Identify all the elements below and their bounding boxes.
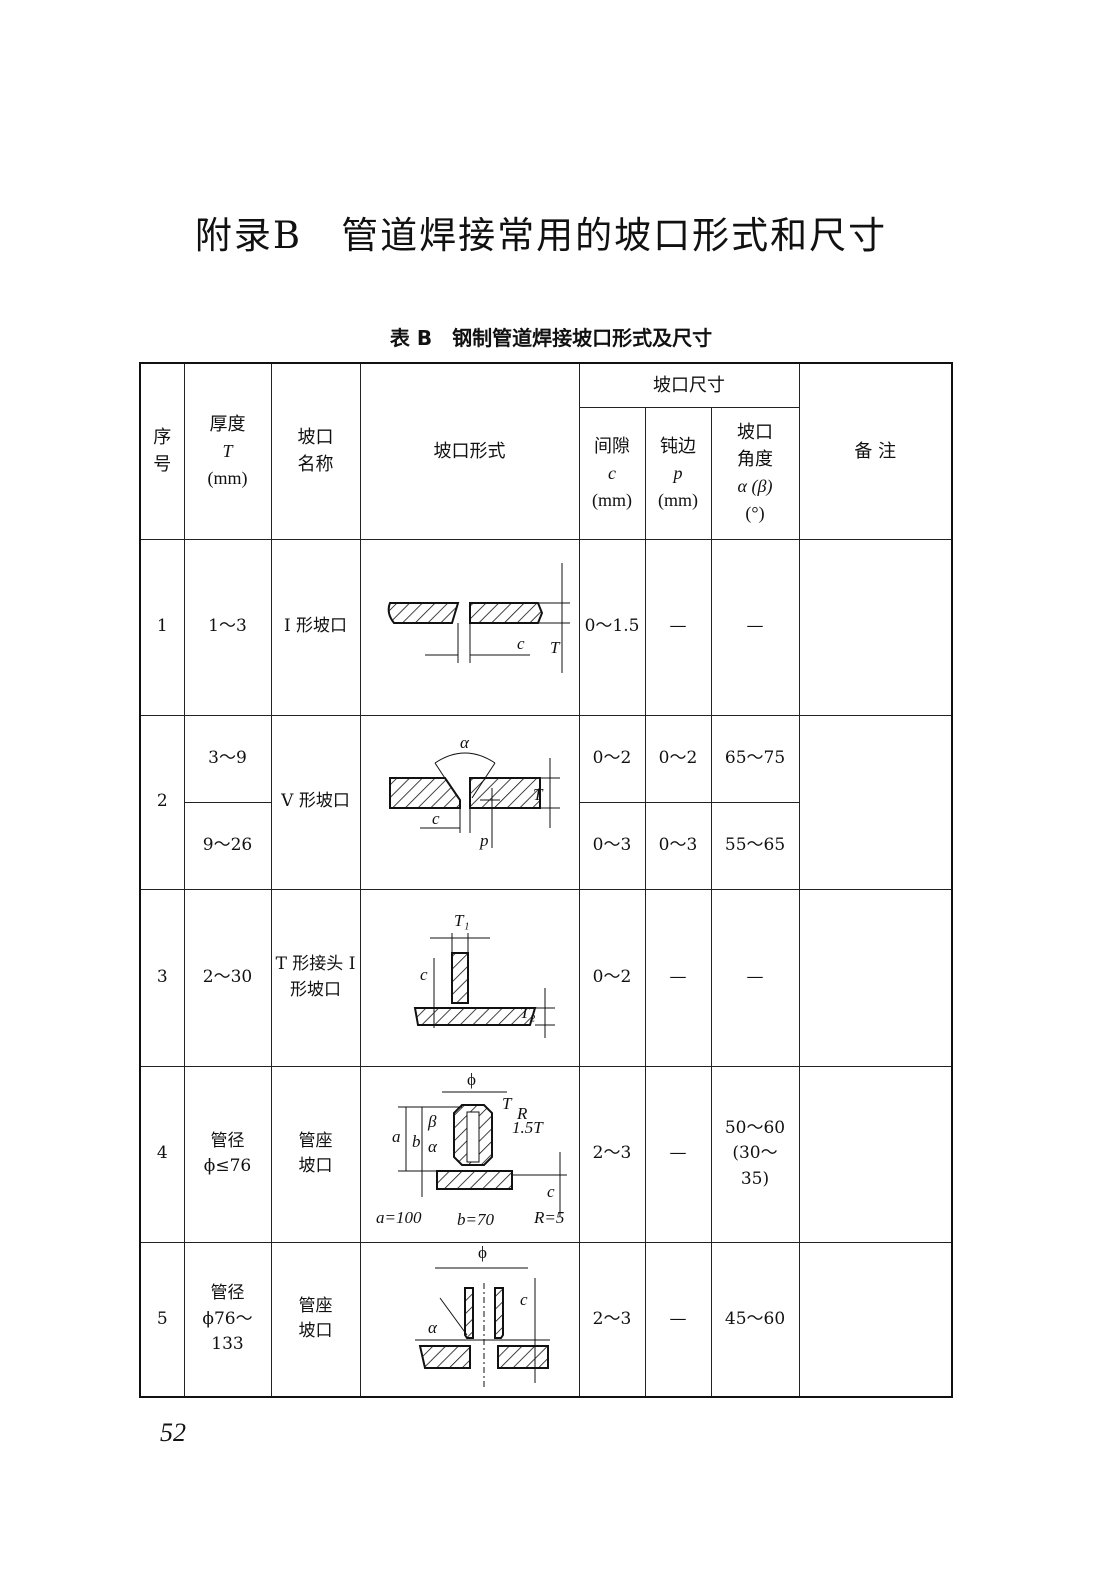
row-thickness: 管径 ϕ≤76 (183, 1065, 272, 1243)
groove-diagram: ϕ α c (359, 1241, 580, 1398)
label-phi: ϕ (478, 1243, 487, 1262)
row-angle: 45～60 (710, 1241, 800, 1398)
page-title: 附录B 管道焊接常用的坡口形式和尺寸 (194, 214, 888, 257)
label-alpha: α (428, 1318, 438, 1337)
note-a: a=100 (376, 1208, 422, 1227)
label-c: c (547, 1182, 555, 1201)
table-row: 3 2～30 T 形接头 I 形坡口 T₁ c T₂ 0～2 — — (139, 888, 953, 1067)
note-b: b=70 (457, 1210, 494, 1229)
row-name: 管座坡口 (270, 1065, 361, 1243)
row-gap: 2～3 (578, 1241, 646, 1398)
groove-diagram: T₁ c T₂ (359, 888, 580, 1067)
note-r: R=5 (533, 1208, 564, 1227)
label-beta: β (427, 1112, 437, 1131)
row-thickness: 1～3 (183, 538, 272, 716)
row-thickness: 9～26 (183, 801, 272, 890)
row-index: 5 (139, 1241, 185, 1398)
row-thickness: 管径 ϕ76～133 (183, 1241, 272, 1398)
label-r: R (516, 1104, 528, 1123)
label-alpha: α (460, 733, 470, 752)
label-c: c (420, 965, 428, 984)
label-p: p (479, 831, 489, 850)
row-index: 3 (139, 888, 185, 1067)
branch-groove-diagram-large: ϕ α c (414, 1243, 550, 1388)
label-t: T (533, 785, 544, 804)
header-groove-name: 坡口名称 (270, 362, 361, 540)
row-gap: 0～3 (578, 801, 646, 890)
row-root-face: — (644, 538, 712, 716)
row-remarks (798, 538, 953, 716)
row-angle: — (710, 538, 800, 716)
row-index: 4 (139, 1065, 185, 1243)
groove-diagram: c T (359, 538, 580, 716)
label-a: a (392, 1127, 401, 1146)
table-row: 1 1～3 I 形坡口 c T 0～1.5 — — (139, 538, 953, 716)
row-remarks (798, 1241, 953, 1398)
label-c: c (432, 809, 440, 828)
row-index: 1 (139, 538, 185, 716)
header-remarks: 备 注 (798, 362, 953, 540)
v-groove-diagram: α T c p (388, 733, 560, 850)
row-angle: — (710, 888, 800, 1067)
row-remarks (798, 1065, 953, 1243)
label-c: c (517, 634, 525, 653)
header-index: 序号 (139, 362, 185, 540)
label-t: T (502, 1094, 513, 1113)
row-gap: 0～2 (578, 888, 646, 1067)
row-index: 2 (139, 714, 185, 890)
groove-diagram: ϕ T R 1.5T a b β α c a=100 b=70 R=5 (359, 1065, 580, 1243)
t-joint-diagram: T₁ c T₂ (413, 911, 555, 1039)
row-angle: 65～75 (710, 714, 800, 803)
row-name: 管座坡口 (270, 1241, 361, 1398)
row-gap: 2～3 (578, 1065, 646, 1243)
header-groove-dims: 坡口尺寸 (578, 362, 800, 408)
row-root-face: — (644, 1065, 712, 1243)
label-b: b (412, 1132, 421, 1151)
table-row: 9～26 0～3 0～3 55～65 (140, 801, 952, 890)
label-phi: ϕ (467, 1070, 476, 1089)
row-name: T 形接头 I 形坡口 (270, 888, 361, 1067)
header-groove-form: 坡口形式 (359, 362, 580, 540)
row-angle: 50～60 (30～35) (710, 1065, 800, 1243)
row-root-face: — (644, 888, 712, 1067)
table-row: 5 管径 ϕ76～133 管座坡口 ϕ α c 2～3 — 45～60 (139, 1241, 953, 1398)
label-t2: T₂ (520, 1003, 535, 1022)
table-row: 2 3～9 V 形坡口 α T c p 0～2 0～2 65～75 (139, 714, 953, 890)
row-remarks (798, 714, 953, 890)
row-thickness: 3～9 (183, 714, 272, 803)
label-c: c (520, 1290, 528, 1309)
label-t: T (550, 638, 561, 657)
table-row: 4 管径 ϕ≤76 管座坡口 ϕ T R 1.5T a b β α c a (139, 1065, 953, 1243)
row-angle: 55～65 (710, 801, 800, 890)
row-remarks (798, 888, 953, 1067)
row-name: I 形坡口 (270, 538, 361, 716)
branch-groove-diagram-small: ϕ T R 1.5T a b β α c a=100 b=70 R=5 (376, 1070, 567, 1229)
label-1-5t: 1.5T (512, 1118, 544, 1137)
i-groove-diagram: c T (387, 562, 570, 673)
label-t1: T₁ (454, 911, 469, 930)
page-number: 52 (160, 1418, 186, 1447)
label-alpha: α (428, 1137, 438, 1156)
row-name: V 形坡口 (270, 714, 361, 890)
groove-diagram: α T c p (359, 714, 580, 890)
row-gap: 0～1.5 (578, 538, 646, 716)
row-gap: 0～2 (578, 714, 646, 803)
row-thickness: 2～30 (183, 888, 272, 1067)
row-root-face: 0～3 (644, 801, 712, 890)
table-caption: 表 B 钢制管道焊接坡口形式及尺寸 (389, 326, 713, 350)
row-root-face: — (644, 1241, 712, 1398)
row-root-face: 0～2 (644, 714, 712, 803)
